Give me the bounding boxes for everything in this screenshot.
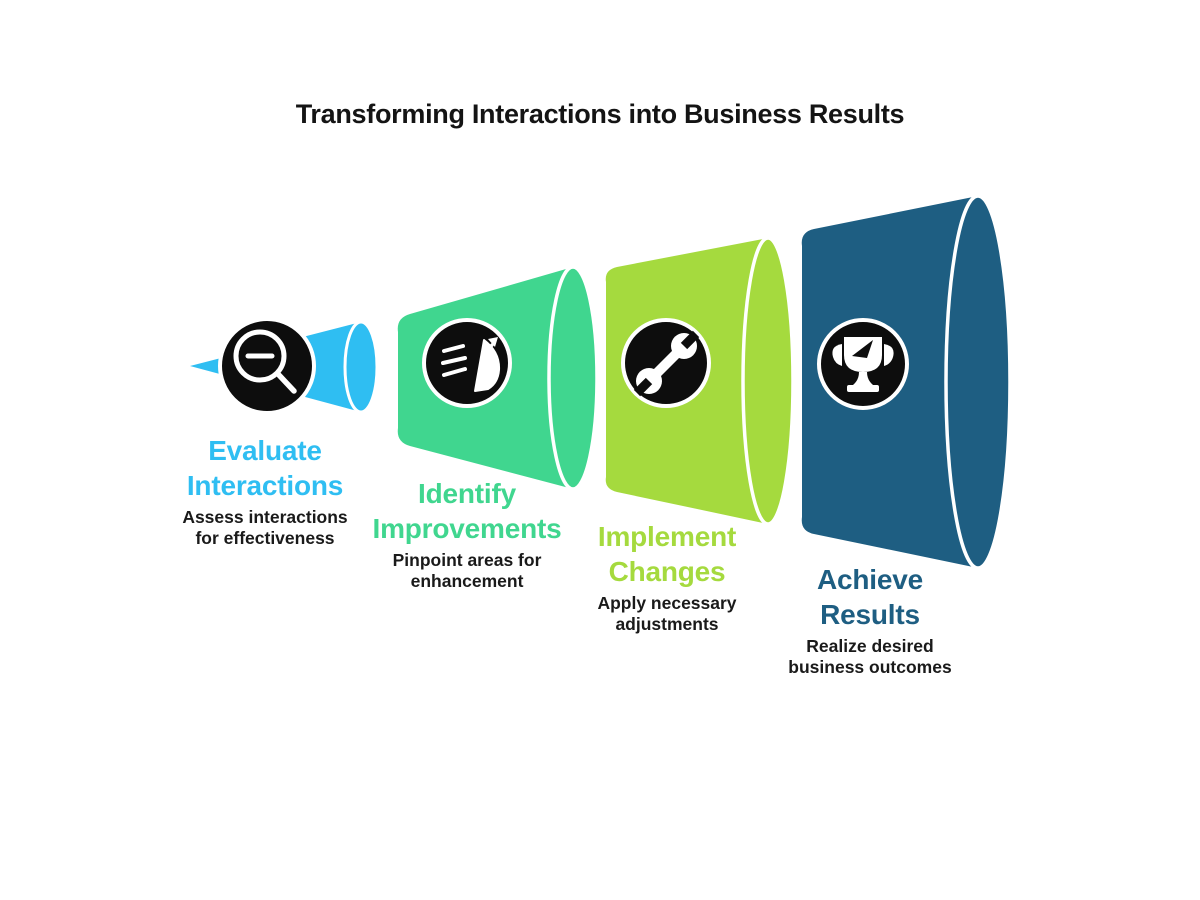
- stage-4-heading: Achieve Results: [817, 564, 923, 630]
- stage-2-label: Identify Improvements Pinpoint areas for…: [329, 476, 605, 592]
- stage-3-label: Implement Changes Apply necessary adjust…: [529, 519, 805, 635]
- stage-2-heading: Identify Improvements: [372, 478, 562, 544]
- stage-1-heading: Evaluate Interactions: [186, 435, 344, 501]
- stage-4-label: Achieve Results Realize desired business…: [732, 562, 1008, 678]
- stage-4-description: Realize desired business outcomes: [788, 636, 952, 677]
- magnifier-minus-icon: [218, 317, 316, 415]
- stage-2-description: Pinpoint areas for enhancement: [392, 550, 542, 591]
- stage-2-cap: [547, 265, 599, 491]
- stage-3-cap: [741, 236, 795, 526]
- stage-4-cap: [944, 194, 1012, 570]
- page-title: Transforming Interactions into Business …: [295, 99, 905, 129]
- stage-3-description: Apply necessary adjustments: [597, 593, 737, 634]
- trophy-icon: [817, 318, 909, 410]
- wrench-icon: [621, 318, 711, 408]
- stage-3-heading: Implement Changes: [597, 521, 737, 587]
- stage-1-description: Assess interactions for effectiveness: [182, 507, 348, 548]
- megaphone-icon: [422, 318, 512, 408]
- stage-1-label: Evaluate Interactions Assess interaction…: [127, 433, 403, 549]
- stage-1-cap: [343, 320, 379, 414]
